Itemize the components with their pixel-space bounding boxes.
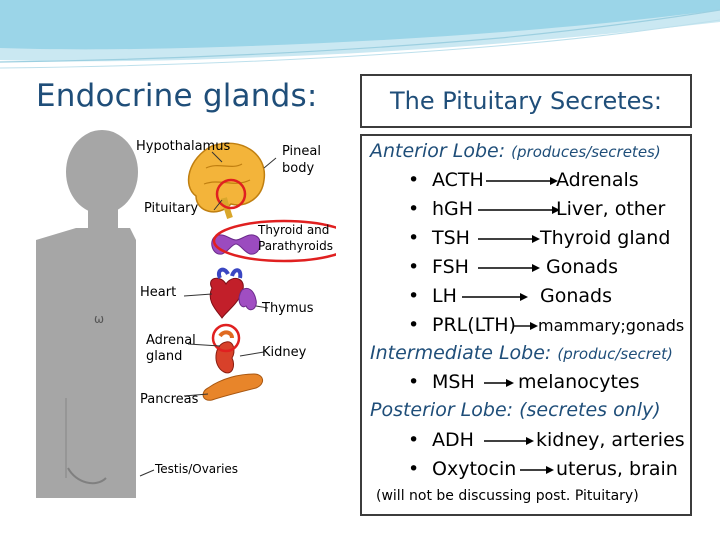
hormone-oxytocin: Oxytocin	[432, 458, 517, 480]
arrow-icon	[462, 293, 528, 301]
thymus-icon	[238, 287, 257, 311]
svg-text:ω: ω	[94, 312, 104, 326]
arrow-icon	[478, 235, 540, 243]
label-pineal-body: Pineal body	[282, 144, 321, 176]
hormone-prl: PRL(LTH)	[432, 314, 516, 336]
target-fsh: Gonads	[546, 256, 618, 278]
target-adh: kidney, arteries	[536, 429, 685, 451]
label-adrenal-gland: Adrenal gland	[146, 333, 196, 364]
arrow-icon	[486, 177, 558, 185]
target-lh: Gonads	[540, 285, 612, 307]
hormone-adh: ADH	[432, 429, 474, 451]
anterior-lobe-title: Anterior Lobe:	[370, 140, 506, 162]
intermediate-lobe-title: Intermediate Lobe:	[370, 342, 552, 364]
intermediate-lobe-subtitle: (produc/secret)	[557, 345, 673, 363]
hormone-hgh: hGH	[432, 198, 474, 220]
label-pituitary: Pituitary	[144, 201, 199, 216]
arrow-icon	[478, 264, 540, 272]
header-waves	[0, 0, 720, 69]
posterior-note: (will not be discussing post. Pituitary)	[376, 488, 639, 504]
thyroid-icon	[211, 234, 261, 255]
anterior-lobe-heading: Anterior Lobe: (produces/secretes)	[370, 140, 661, 162]
thyroid-highlight-circle	[212, 219, 336, 263]
target-hgh: Liver, other	[556, 198, 666, 220]
target-prl: mammary;gonads	[538, 316, 685, 335]
target-acth: Adrenals	[556, 169, 639, 191]
body-silhouette: ω	[36, 130, 138, 498]
pituitary-highlight-circle	[215, 178, 247, 210]
hormone-acth: ACTH	[432, 169, 484, 191]
posterior-lobe-heading: Posterior Lobe: (secretes only)	[370, 399, 661, 421]
intermediate-lobe-heading: Intermediate Lobe: (produc/secret)	[370, 342, 673, 364]
label-testis-ovaries: Testis/Ovaries	[155, 462, 239, 476]
hormone-tsh: TSH	[432, 227, 470, 249]
anterior-lobe-subtitle: (produces/secretes)	[511, 143, 661, 161]
label-thyroid: Thyroid and Parathyroids	[258, 223, 333, 253]
endocrine-body-illustration: ω	[36, 128, 336, 498]
hormone-lh: LH	[432, 285, 457, 307]
label-pancreas: Pancreas	[140, 392, 199, 407]
hormone-msh: MSH	[432, 371, 475, 393]
pituitary-secretions-panel: Anterior Lobe: (produces/secretes) • ACT…	[360, 134, 692, 516]
label-kidney: Kidney	[262, 345, 307, 360]
endocrine-glands-title: Endocrine glands:	[36, 78, 318, 114]
arrow-icon	[520, 466, 554, 474]
hormone-fsh: FSH	[432, 256, 469, 278]
label-thymus: Thymus	[262, 301, 314, 316]
target-msh: melanocytes	[518, 371, 640, 393]
adrenal-highlight-circle	[211, 323, 241, 353]
label-hypothalamus: Hypothalamus	[136, 139, 231, 154]
target-tsh: Thyroid gland	[540, 227, 671, 249]
arrow-icon	[484, 379, 514, 387]
arrow-icon	[478, 206, 560, 214]
arrow-icon	[484, 437, 534, 445]
label-heart: Heart	[140, 285, 177, 300]
arrow-icon	[514, 322, 538, 330]
pituitary-secretes-title: The Pituitary Secretes:	[360, 74, 692, 128]
target-oxytocin: uterus, brain	[556, 458, 678, 480]
pancreas-icon	[202, 373, 263, 401]
